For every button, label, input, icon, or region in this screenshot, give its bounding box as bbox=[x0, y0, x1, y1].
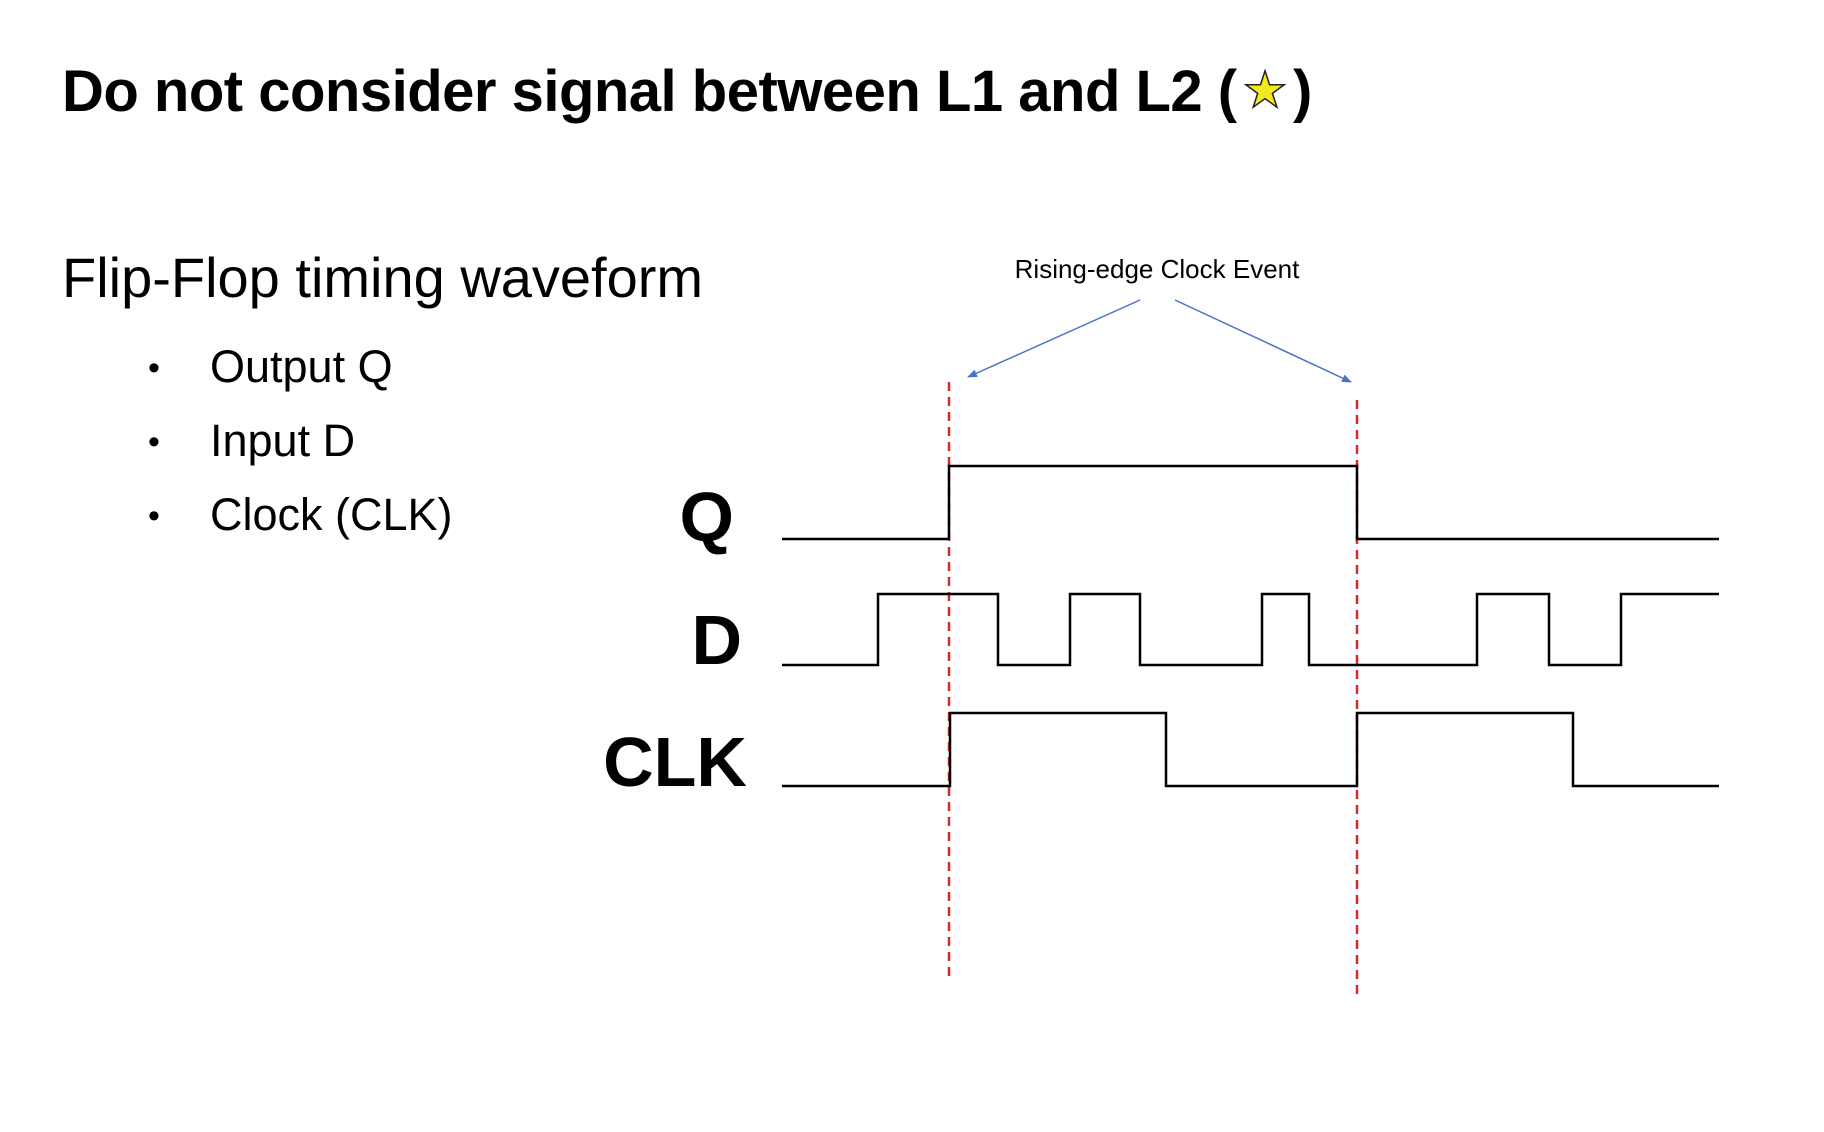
event-label: Rising-edge Clock Event bbox=[1015, 254, 1300, 284]
event-arrow-right bbox=[1174, 299, 1352, 383]
bullet-dot: • bbox=[148, 349, 160, 387]
signal-label-d: D bbox=[691, 601, 742, 679]
bullet-item-clock: • Clock (CLK) bbox=[148, 478, 453, 552]
title-text: Do not consider signal between L1 and L2… bbox=[62, 59, 1237, 124]
event-arrow-left bbox=[967, 299, 1141, 378]
bullet-label: Output Q bbox=[210, 341, 393, 392]
star-icon: ★ bbox=[1242, 61, 1288, 119]
slide-title: Do not consider signal between L1 and L2… bbox=[62, 58, 1312, 125]
waveform-clk bbox=[782, 711, 1719, 788]
bullet-dot: • bbox=[148, 497, 160, 535]
bullet-item-output-q: • Output Q bbox=[148, 330, 453, 404]
bullet-dot: • bbox=[148, 423, 160, 461]
title-close: ) bbox=[1292, 59, 1312, 124]
bullet-list: • Output Q • Input D • Clock (CLK) bbox=[148, 330, 453, 552]
waveform-q bbox=[782, 464, 1719, 541]
bullet-label: Input D bbox=[210, 415, 356, 466]
subheading: Flip-Flop timing waveform bbox=[62, 246, 704, 309]
waveform-d bbox=[782, 592, 1719, 667]
signal-label-q: Q bbox=[680, 478, 734, 556]
bullet-item-input-d: • Input D bbox=[148, 404, 453, 478]
bullet-label: Clock (CLK) bbox=[210, 489, 453, 540]
signal-label-clk: CLK bbox=[603, 723, 747, 801]
